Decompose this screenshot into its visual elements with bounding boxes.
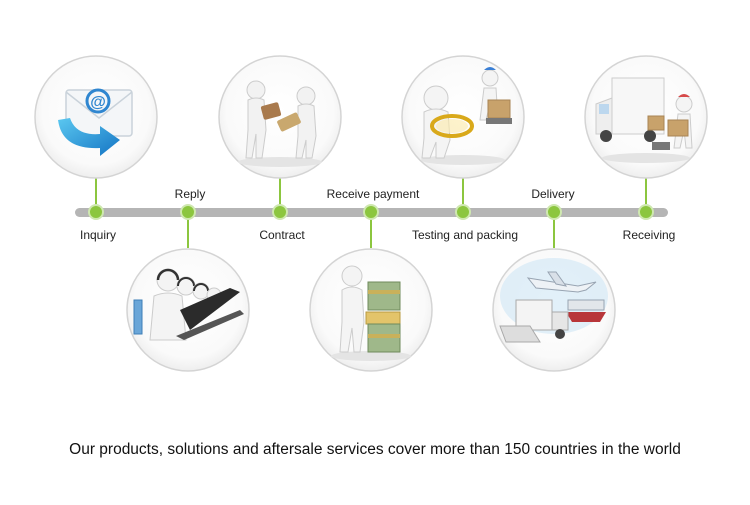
call-center-icon xyxy=(133,268,244,341)
footer-text: Our products, solutions and aftersale se… xyxy=(69,441,681,458)
node-reply xyxy=(180,204,196,220)
label-delivery: Delivery xyxy=(531,187,575,201)
handshake-contract-icon xyxy=(238,80,322,167)
label-reply: Reply xyxy=(174,187,206,201)
node-inquiry xyxy=(88,204,104,220)
step-testing-packing-circle xyxy=(401,55,525,179)
label-receive-payment: Receive payment xyxy=(326,187,420,201)
step-receive-payment-circle xyxy=(309,248,433,372)
step-reply-circle xyxy=(126,248,250,372)
step-contract-circle xyxy=(218,55,342,179)
label-contract: Contract xyxy=(259,228,305,242)
email-icon: @ xyxy=(58,88,133,156)
node-testing-packing xyxy=(455,204,471,220)
node-receiving xyxy=(638,204,654,220)
step-inquiry-circle: @ xyxy=(34,55,158,179)
svg-text:@: @ xyxy=(90,94,106,111)
label-receiving: Receiving xyxy=(622,228,676,242)
label-inquiry: Inquiry xyxy=(79,228,117,242)
step-receiving-circle xyxy=(584,55,708,179)
node-contract xyxy=(272,204,288,220)
truck-receiving-icon xyxy=(595,77,693,163)
connectors xyxy=(95,178,647,248)
step-delivery-circle xyxy=(492,248,616,372)
label-testing-packing: Testing and packing xyxy=(411,228,519,242)
inspection-icon xyxy=(421,67,512,165)
node-delivery xyxy=(546,204,562,220)
node-receive-payment xyxy=(363,204,379,220)
timeline-nodes xyxy=(88,204,654,220)
money-icon xyxy=(331,265,411,361)
transport-icon xyxy=(499,258,608,343)
